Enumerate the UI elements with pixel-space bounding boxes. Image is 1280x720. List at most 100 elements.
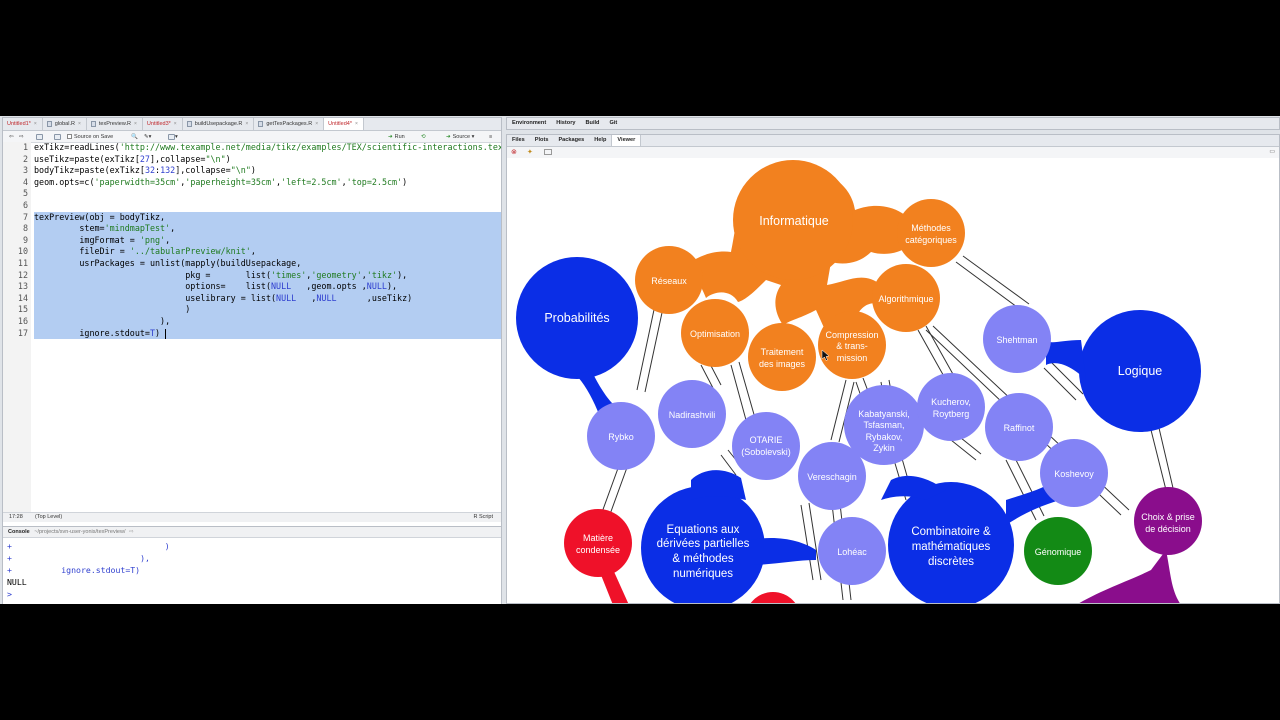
label-koshevoy: Koshevoy xyxy=(1054,469,1094,479)
tab-help[interactable]: Help xyxy=(594,137,607,143)
tab-global-r[interactable]: global.R× xyxy=(43,118,87,130)
label-kabat-1: Kabatyanski, xyxy=(858,409,910,419)
label-traitement-2: des images xyxy=(759,359,806,369)
label-combinatoire-3: discrètes xyxy=(928,556,974,568)
label-equations-3: & méthodes xyxy=(672,553,734,565)
code-line[interactable]: 14 uselibrary = list(NULL ,NULL ,useTikz… xyxy=(3,292,501,305)
tab-build[interactable]: Build xyxy=(585,120,600,126)
back-arrow-icon[interactable]: ⇦ xyxy=(9,133,14,140)
filetype-selector[interactable]: R Script xyxy=(473,514,493,520)
run-button[interactable]: ➜Run xyxy=(388,132,405,141)
rerun-icon[interactable]: ⟲ xyxy=(421,133,426,140)
tab-buildusepackage-r[interactable]: buildUsepackage.R× xyxy=(183,118,255,130)
node-raffinot xyxy=(985,393,1053,461)
close-icon[interactable]: × xyxy=(354,121,358,127)
code-line[interactable]: 12 pkg = list('times','geometry','tikz')… xyxy=(3,269,501,282)
label-equations-4: numériques xyxy=(673,568,733,580)
compile-report-icon[interactable]: ▾ xyxy=(168,132,178,141)
code-text: fileDir = '../tabularPreview/knit', xyxy=(34,246,256,257)
label-compression-1: Compression xyxy=(825,330,878,340)
outline-icon[interactable]: ≡ xyxy=(489,133,493,140)
source-on-save-checkbox[interactable]: Source on Save xyxy=(67,132,113,141)
save-icon[interactable] xyxy=(54,132,61,141)
close-icon[interactable]: × xyxy=(245,121,249,127)
close-icon[interactable]: × xyxy=(77,121,81,127)
code-line[interactable]: 13 options= list(NULL ,geom.opts ,NULL), xyxy=(3,281,501,293)
label-nadirashvili: Nadirashvili xyxy=(669,410,716,420)
forward-arrow-icon[interactable]: ⇨ xyxy=(19,133,24,140)
label-informatique: Informatique xyxy=(759,214,829,228)
code-line[interactable]: 16 ), xyxy=(3,316,501,328)
source-arrow-icon: ➜ xyxy=(446,133,451,140)
tab-label: Untitled1* xyxy=(7,121,31,127)
label-choix-2: de décision xyxy=(1145,524,1191,534)
code-line[interactable]: 11 usrPackages = unlist(mapply(buildUsep… xyxy=(3,258,501,270)
mathematics-cluster xyxy=(516,257,1201,603)
wand-icon[interactable]: ✎▾ xyxy=(144,133,152,140)
blue-connector xyxy=(751,538,816,565)
node-optimisation xyxy=(681,299,749,367)
tab-untitled4[interactable]: Untitled4*× xyxy=(324,118,364,130)
export-icon[interactable] xyxy=(544,149,552,155)
code-line[interactable]: 15 ) xyxy=(3,304,501,316)
remove-viewer-icon[interactable]: ⊗ xyxy=(511,149,517,156)
node-logique xyxy=(1079,310,1201,432)
tab-history[interactable]: History xyxy=(556,120,576,126)
close-icon[interactable]: × xyxy=(134,121,137,127)
console-text: ) xyxy=(16,541,170,551)
tab-environment[interactable]: Environment xyxy=(512,120,547,126)
label-loheac: Lohéac xyxy=(837,547,867,557)
tab-packages[interactable]: Packages xyxy=(558,137,585,143)
tab-git[interactable]: Git xyxy=(609,120,618,126)
console-line: NULL xyxy=(7,577,27,587)
maximize-pane-icon[interactable]: ▭ xyxy=(1269,149,1275,155)
search-icon[interactable]: 🔍 xyxy=(131,133,138,140)
console-prompt: > xyxy=(7,589,12,599)
close-icon[interactable]: × xyxy=(33,121,37,127)
tab-texpreview-r[interactable]: texPreview.R× xyxy=(87,118,143,130)
label-combinatoire-1: Combinatoire & xyxy=(911,526,991,538)
text-cursor xyxy=(165,328,167,339)
tab-plots[interactable]: Plots xyxy=(534,137,549,143)
tab-untitled3[interactable]: Untitled3*× xyxy=(143,118,183,130)
console-text: ignore.stdout=T) xyxy=(16,565,141,575)
label-kabat-4: Zykin xyxy=(873,443,895,453)
code-line[interactable]: 6 xyxy=(3,200,501,212)
code-text: imgFormat = 'png', xyxy=(34,234,171,245)
label-raffinot: Raffinot xyxy=(1004,423,1035,433)
tab-files[interactable]: Files xyxy=(512,137,525,143)
code-text: usrPackages = unlist(mapply(buildUsepack… xyxy=(34,258,302,268)
tab-viewer[interactable]: Viewer xyxy=(611,135,642,146)
working-directory[interactable]: ~/projects/svn-user-yonis/texPreview/ xyxy=(34,529,126,535)
code-line[interactable]: 8 stem='mindmapTest', xyxy=(3,223,501,235)
label-logique: Logique xyxy=(1118,364,1163,378)
console-line: + ), xyxy=(7,553,150,563)
tab-gettexpackages-r[interactable]: getTexPackages.R× xyxy=(254,118,325,130)
label-combinatoire-2: mathématiques xyxy=(912,541,991,553)
code-line[interactable]: 17 ignore.stdout=T) xyxy=(3,327,501,340)
code-line[interactable]: 5 xyxy=(3,188,501,200)
show-in-window-icon[interactable] xyxy=(36,132,43,141)
close-icon[interactable]: × xyxy=(173,121,177,127)
label-equations-1: Equations aux xyxy=(667,524,740,536)
clear-viewer-icon[interactable]: ✦ xyxy=(527,149,533,156)
line-number: 6 xyxy=(22,200,28,210)
source-pane: Untitled1*× global.R× texPreview.R× Unti… xyxy=(2,117,502,604)
code-line[interactable]: 10 fileDir = '../tabularPreview/knit', xyxy=(3,246,501,258)
close-icon[interactable]: × xyxy=(315,121,319,127)
code-line[interactable]: 9 imgFormat = 'png', xyxy=(3,234,501,247)
console-title: Console xyxy=(8,529,30,535)
go-to-directory-icon[interactable]: ⇨ xyxy=(129,529,134,535)
node-matiere-condensee xyxy=(564,509,632,577)
source-button[interactable]: ➜Source ▾ xyxy=(446,133,475,140)
code-text: texPreview(obj = bodyTikz, xyxy=(34,211,166,222)
tab-untitled1[interactable]: Untitled1*× xyxy=(3,118,43,130)
node-otarie xyxy=(732,412,800,480)
scope-selector[interactable]: (Top Level) xyxy=(35,514,63,520)
